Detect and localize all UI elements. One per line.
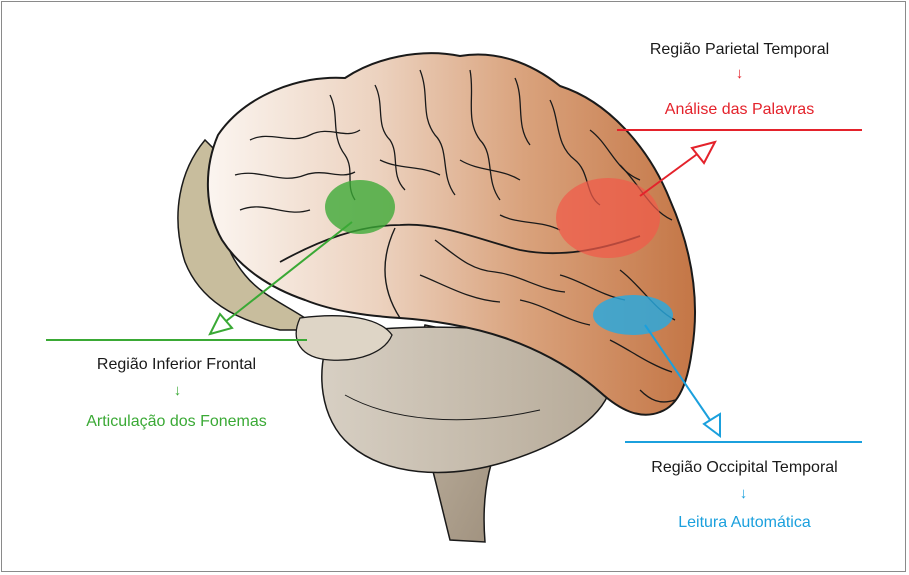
parietal-region-highlight xyxy=(556,178,660,258)
occipital-region-label: Região Occipital Temporal xyxy=(612,458,877,478)
frontal-down-arrow: ↓ xyxy=(155,383,200,398)
frontal-function-label: Articulação dos Fonemas xyxy=(46,412,307,432)
occipital-region-highlight xyxy=(593,295,673,335)
parietal-arrowhead xyxy=(692,142,715,163)
occipital-arrowhead xyxy=(704,414,720,436)
frontal-arrowhead xyxy=(210,314,232,334)
frontal-region-highlight xyxy=(325,180,395,234)
frontal-region-label: Região Inferior Frontal xyxy=(46,355,307,375)
occipital-function-label: Leitura Automática xyxy=(612,513,877,533)
parietal-region-label: Região Parietal Temporal xyxy=(617,40,862,60)
occipital-down-arrow: ↓ xyxy=(721,486,766,501)
parietal-down-arrow: ↓ xyxy=(717,66,762,81)
parietal-function-label: Análise das Palavras xyxy=(617,100,862,120)
